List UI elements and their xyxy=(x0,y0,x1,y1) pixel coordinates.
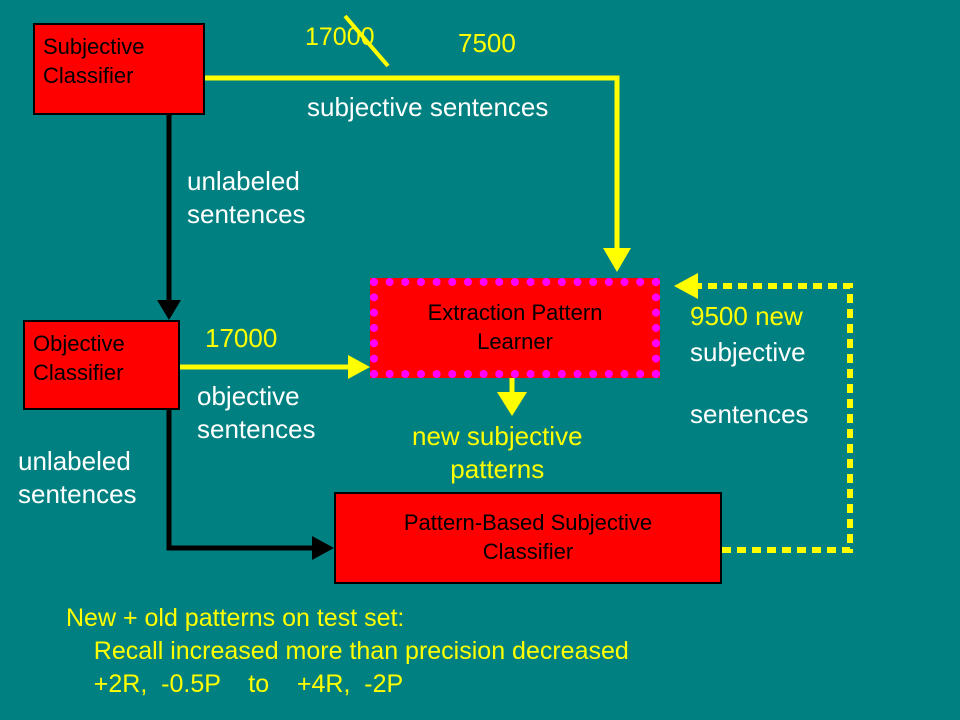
objective-sentences-label: objective sentences xyxy=(197,381,316,444)
results-notes: New + old patterns on test set: Recall i… xyxy=(66,602,629,701)
arrowhead-feedback xyxy=(674,273,698,299)
notes-line-2: Recall increased more than precision dec… xyxy=(66,637,629,665)
unlabeled-sentences-label-bottom: unlabeled sentences xyxy=(18,446,137,509)
arrow-objective-to-pattern-classifier xyxy=(166,410,316,551)
subjective-classifier-box: Subjective Classifier xyxy=(33,23,205,115)
arrowhead-subjective xyxy=(603,248,631,272)
arrowhead-pattern-classifier xyxy=(312,536,334,560)
objective-count-label: 17000 xyxy=(205,323,278,353)
crossed-count-label: 17000 xyxy=(305,23,375,51)
arrowhead-learner-left xyxy=(348,355,370,379)
strike-line xyxy=(343,14,390,68)
objective-classifier-box: Objective Classifier xyxy=(23,320,180,410)
new-subjective-patterns-label: new subjective patterns xyxy=(412,421,583,484)
unlabeled-sentences-label-top: unlabeled sentences xyxy=(187,166,306,229)
notes-line-1: New + old patterns on test set: xyxy=(66,604,405,632)
arrowhead-new-patterns xyxy=(497,392,527,416)
new-subjective-sentences-label: subjective sentences xyxy=(690,337,809,430)
arrowhead-objective xyxy=(157,300,181,320)
arrow-subjective-to-learner xyxy=(205,75,620,255)
notes-line-3: +2R, -0.5P to +4R, -2P xyxy=(66,670,404,698)
subjective-count-label: 7500 xyxy=(458,28,516,58)
new-subjective-count-label: 9500 new xyxy=(690,301,803,331)
pattern-based-classifier-box: Pattern-Based Subjective Classifier xyxy=(334,492,722,584)
extraction-pattern-learner-box: Extraction Pattern Learner xyxy=(370,278,660,378)
subjective-sentences-label: subjective sentences xyxy=(307,92,549,122)
dotted-feedback-loop xyxy=(694,283,853,553)
